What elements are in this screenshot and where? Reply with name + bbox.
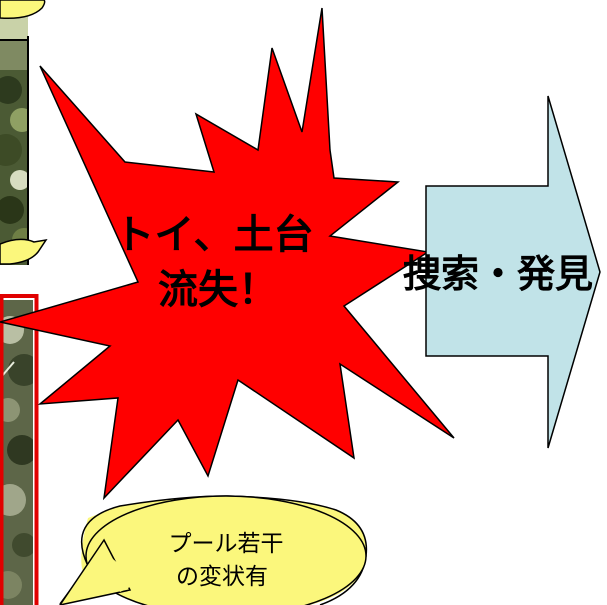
callout-text-line2: の変状有	[176, 564, 268, 590]
explosion-burst	[0, 7, 455, 501]
callout-fragment-top	[0, 0, 46, 20]
callout-bubble-body	[85, 495, 367, 605]
process-arrow	[425, 95, 601, 449]
callout-text-line1: プール若干	[169, 531, 284, 557]
callout-fragment-mid	[0, 238, 48, 265]
burst-text-line1: トイ、土台	[114, 212, 313, 258]
callout-tail-cover	[100, 548, 140, 592]
burst-text-line2: 流失！	[158, 267, 278, 313]
photo-frame	[0, 294, 39, 605]
photo-strip-bottom	[0, 300, 33, 605]
arrow-label: 捜索・発見	[403, 252, 593, 296]
